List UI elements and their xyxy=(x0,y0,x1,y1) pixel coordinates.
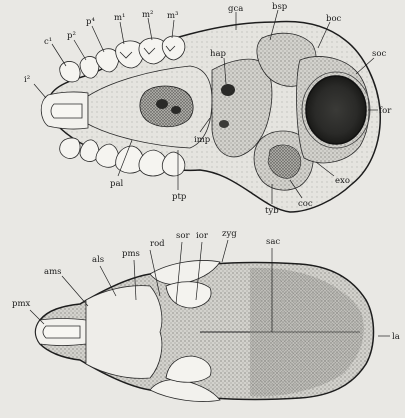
label-pmx: pmx xyxy=(12,299,31,309)
label-m3: m³ xyxy=(167,11,178,21)
label-exo: exo xyxy=(335,176,350,186)
label-sor: sor xyxy=(176,231,190,241)
canine-tooth xyxy=(60,61,80,81)
label-rod: rod xyxy=(150,239,165,249)
palatine-pit-2 xyxy=(171,106,181,114)
label-boc: boc xyxy=(326,14,342,24)
label-p2: p² xyxy=(67,31,76,41)
label-for: for xyxy=(379,106,392,116)
label-p4: p⁴ xyxy=(86,17,95,27)
incisor-cleft xyxy=(51,104,82,118)
label-i2: i² xyxy=(24,75,30,85)
label-ams: ams xyxy=(44,267,62,277)
label-soc: soc xyxy=(372,49,386,59)
label-ior: ior xyxy=(196,231,209,241)
label-m1: m¹ xyxy=(114,13,125,23)
label-la: la xyxy=(392,332,400,342)
label-m2: m² xyxy=(142,10,153,20)
ventral-view: c¹ p² p⁴ m¹ m² m³ gca bsp boc i² hap soc… xyxy=(24,2,392,216)
premolar-p4 xyxy=(96,49,119,72)
label-pal: pal xyxy=(110,179,124,189)
label-imp: imp xyxy=(194,135,211,145)
label-sac: sac xyxy=(266,237,280,247)
palatine-pit-1 xyxy=(156,99,168,109)
label-coc: coc xyxy=(298,199,313,209)
label-bsp: bsp xyxy=(272,2,288,12)
nasal-cleft xyxy=(43,326,80,338)
label-hap: hap xyxy=(210,49,227,59)
maxillary-block xyxy=(86,286,162,379)
label-gca: gca xyxy=(228,4,243,14)
canine-tooth-lower xyxy=(60,138,80,158)
label-als: als xyxy=(92,255,104,265)
foramen-magnum xyxy=(306,76,366,144)
label-zyg: zyg xyxy=(222,229,237,239)
label-pms: pms xyxy=(122,249,140,259)
hypophyseal-pit xyxy=(221,84,235,96)
label-ptp: ptp xyxy=(172,192,187,202)
label-tyb: tyb xyxy=(265,206,279,216)
pit-small xyxy=(219,120,229,128)
label-c1: c¹ xyxy=(44,37,52,47)
dorsal-view: rod sor ior zyg sac ams als pms pmx la xyxy=(12,229,400,402)
